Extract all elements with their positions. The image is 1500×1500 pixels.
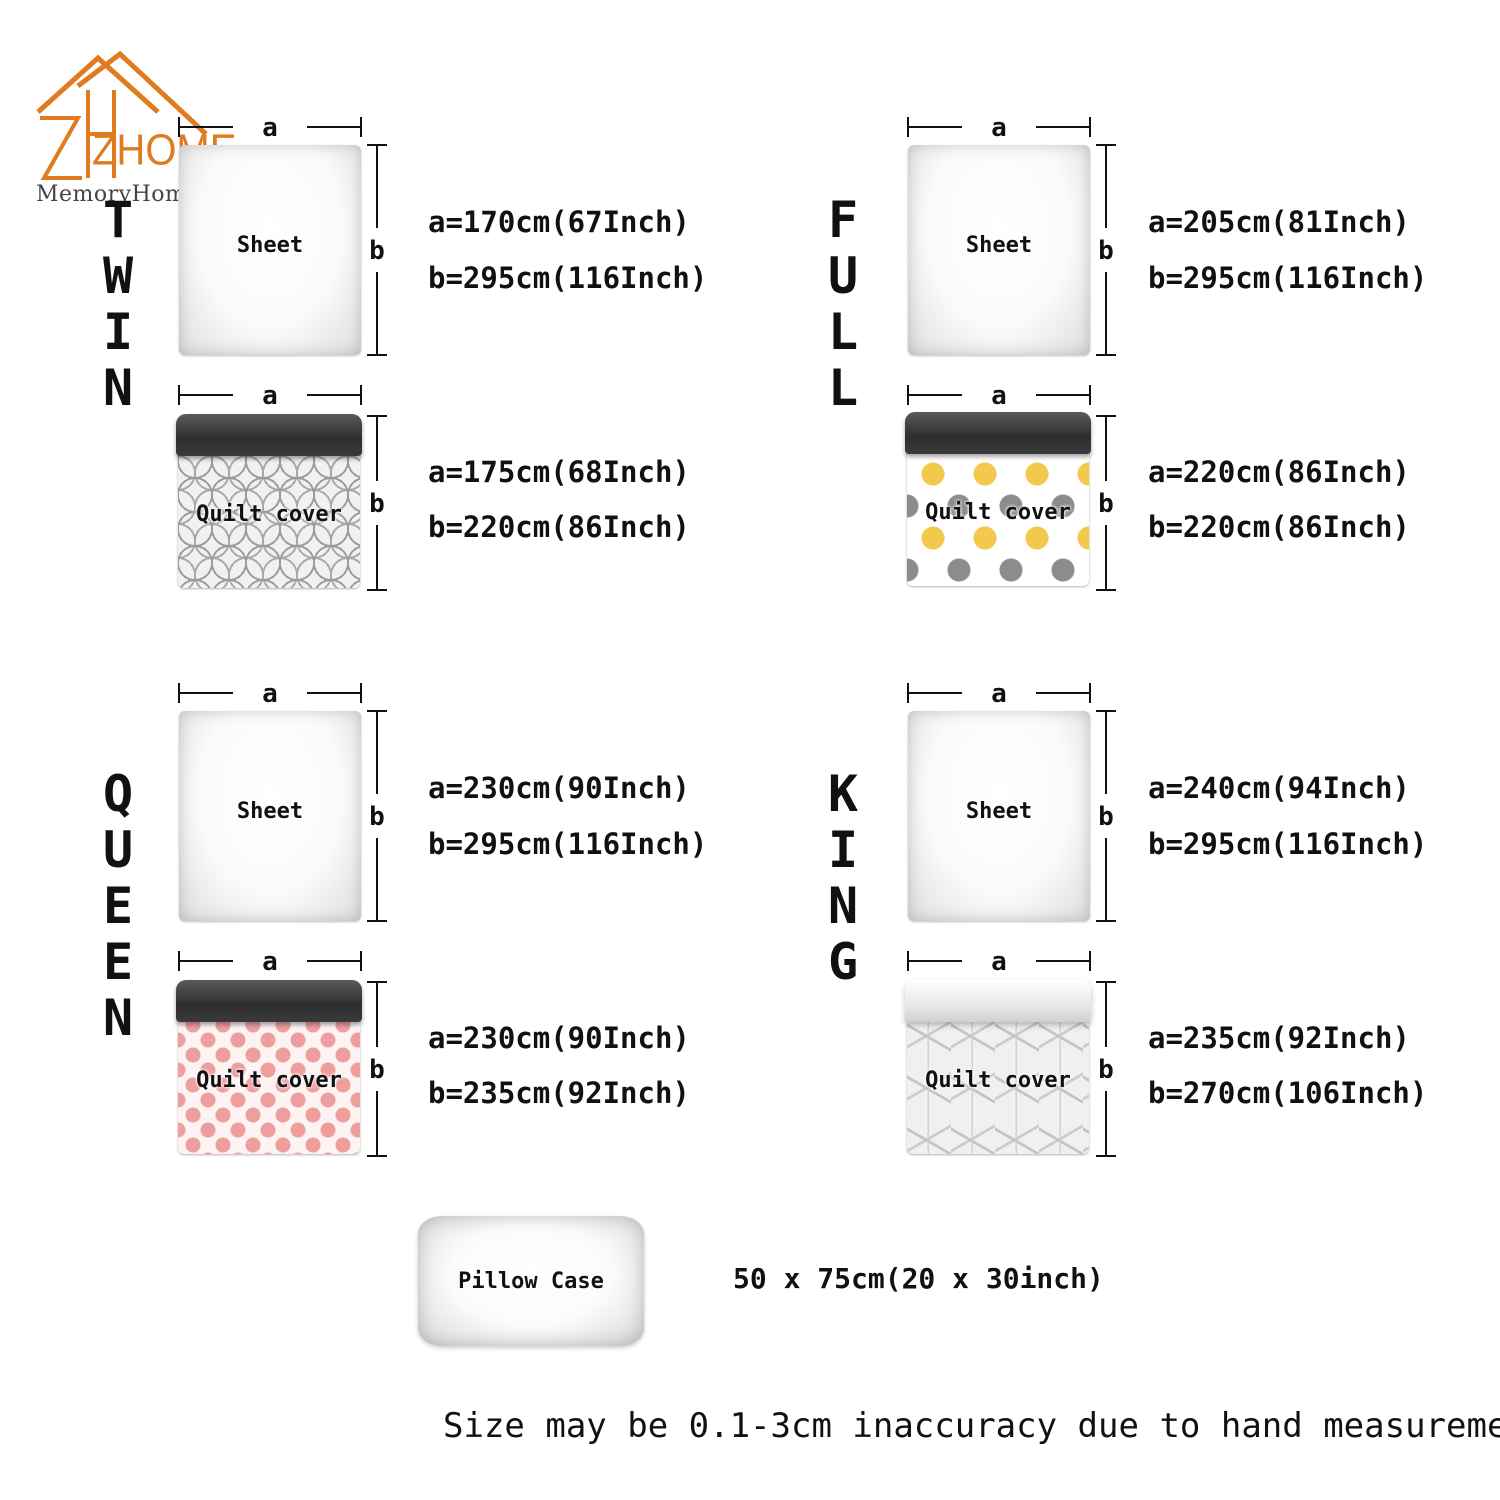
quilt-label: Quilt cover: [925, 500, 1071, 525]
sheet-illustration: Sheet: [908, 145, 1090, 355]
twin-sheet-b: b=295cm(116Inch): [428, 261, 708, 295]
full-sheet-b: b=295cm(116Inch): [1148, 261, 1428, 295]
size-letter: I: [102, 303, 134, 361]
size-letter: E: [102, 877, 134, 935]
full-sheet-a: a=205cm(81Inch): [1148, 205, 1410, 239]
size-letter: N: [102, 989, 134, 1047]
dimension-letter: b: [369, 802, 385, 832]
quilt-pattern: [178, 444, 360, 588]
full-quilt-b: b=220cm(86Inch): [1148, 510, 1410, 544]
house-logo-icon: [36, 50, 208, 180]
sheet-label: Sheet: [965, 798, 1033, 824]
quilt-band: [176, 980, 362, 1022]
size-letter: K: [827, 765, 859, 823]
size-letter: N: [102, 359, 134, 417]
sheet-illustration: Sheet: [908, 711, 1090, 921]
size-letter: L: [827, 303, 859, 361]
sheet-label: Sheet: [965, 232, 1033, 258]
quilt-band: [176, 414, 362, 456]
logo-subtitle: MemoryHome: [36, 182, 200, 207]
dimension-letter: b: [1098, 489, 1114, 519]
dimension-letter: b: [369, 489, 385, 519]
quilt-illustration: Quilt cover: [176, 980, 362, 1156]
sheet-illustration: Sheet: [179, 711, 361, 921]
king-quilt-a: a=235cm(92Inch): [1148, 1021, 1410, 1055]
quilt-band: [905, 980, 1091, 1022]
quilt-label: Quilt cover: [925, 1068, 1071, 1093]
size-letter: U: [827, 247, 859, 305]
quilt-label: Quilt cover: [196, 1068, 342, 1093]
size-letter: F: [827, 191, 859, 249]
size-letter: Q: [102, 765, 134, 823]
sheet-label: Sheet: [236, 232, 304, 258]
twin-quilt-a: a=175cm(68Inch): [428, 455, 690, 489]
dimension-letter: a: [262, 947, 278, 977]
sheet-label: Sheet: [236, 798, 304, 824]
dimension-letter: a: [262, 113, 278, 143]
pillow-size: 50 x 75cm(20 x 30inch): [733, 1262, 1104, 1295]
quilt-band: [905, 412, 1091, 454]
size-letter: G: [827, 933, 859, 991]
queen-quilt-a: a=230cm(90Inch): [428, 1021, 690, 1055]
dimension-letter: b: [1098, 1055, 1114, 1085]
quilt-pattern: [907, 1010, 1089, 1154]
sheet-illustration: Sheet: [179, 145, 361, 355]
size-letter: L: [827, 359, 859, 417]
dimension-letter: a: [991, 381, 1007, 411]
full-quilt-a: a=220cm(86Inch): [1148, 455, 1410, 489]
queen-quilt-b: b=235cm(92Inch): [428, 1076, 690, 1110]
size-letter: T: [102, 191, 134, 249]
quilt-label: Quilt cover: [196, 502, 342, 527]
quilt-pattern: [907, 442, 1089, 586]
quilt-illustration: Quilt cover: [905, 412, 1091, 588]
queen-sheet-a: a=230cm(90Inch): [428, 771, 690, 805]
dimension-letter: b: [369, 1055, 385, 1085]
dimension-letter: a: [262, 381, 278, 411]
dimension-letter: b: [1098, 236, 1114, 266]
size-letter: W: [102, 247, 134, 305]
quilt-pattern: [178, 1010, 360, 1154]
size-letter: I: [827, 821, 859, 879]
dimension-letter: a: [991, 113, 1007, 143]
size-letter: N: [827, 877, 859, 935]
pillow-illustration: Pillow Case: [418, 1216, 644, 1346]
queen-sheet-b: b=295cm(116Inch): [428, 827, 708, 861]
size-letter: U: [102, 821, 134, 879]
measurement-note: Size may be 0.1-3cm inaccuracy due to ha…: [443, 1406, 1500, 1446]
king-sheet-a: a=240cm(94Inch): [1148, 771, 1410, 805]
dimension-letter: b: [369, 236, 385, 266]
king-sheet-b: b=295cm(116Inch): [1148, 827, 1428, 861]
pillow-label: Pillow Case: [458, 1268, 604, 1294]
dimension-letter: a: [262, 679, 278, 709]
king-quilt-b: b=270cm(106Inch): [1148, 1076, 1428, 1110]
quilt-illustration: Quilt cover: [176, 414, 362, 590]
twin-quilt-b: b=220cm(86Inch): [428, 510, 690, 544]
dimension-letter: a: [991, 947, 1007, 977]
quilt-illustration: Quilt cover: [905, 980, 1091, 1156]
size-letter: E: [102, 933, 134, 991]
dimension-letter: b: [1098, 802, 1114, 832]
twin-sheet-a: a=170cm(67Inch): [428, 205, 690, 239]
dimension-letter: a: [991, 679, 1007, 709]
